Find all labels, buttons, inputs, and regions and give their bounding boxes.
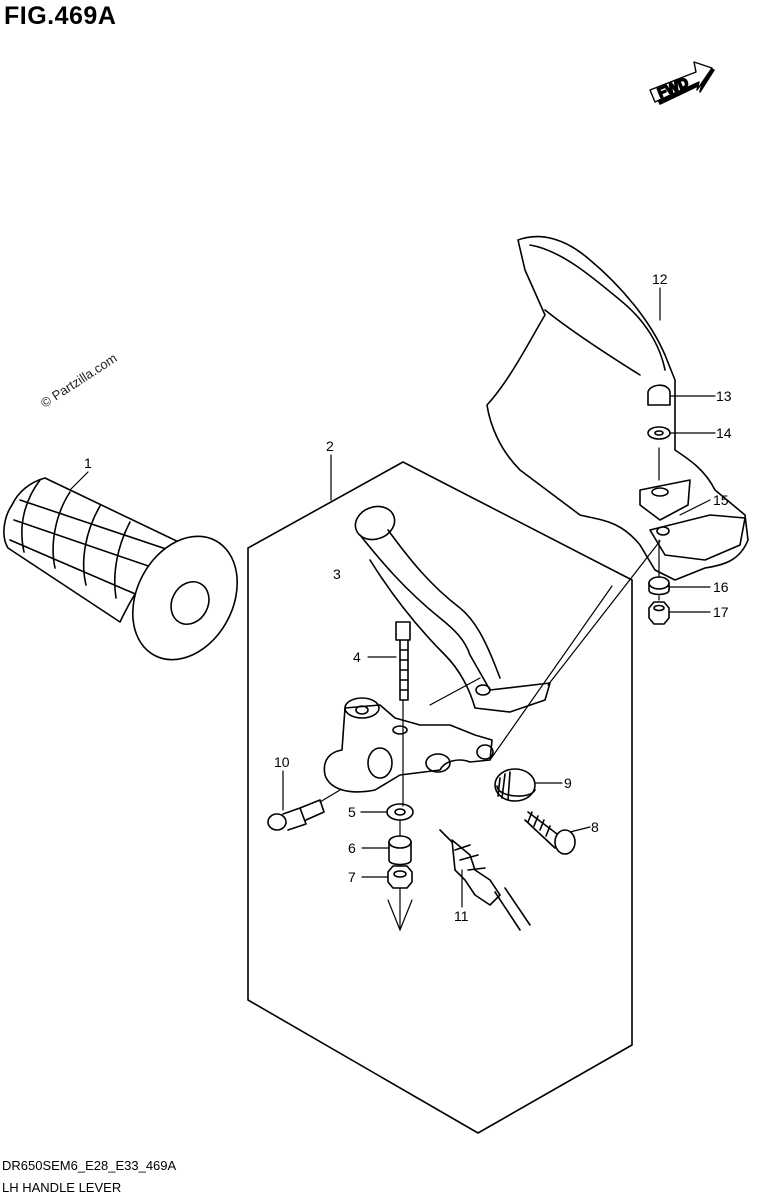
callout-1: 1 [84,455,92,471]
callout-11: 11 [454,908,469,924]
lever-drawing [354,505,551,713]
callout-3: 3 [333,566,341,582]
callout-13: 13 [716,388,732,404]
fwd-arrow-icon: FWD [649,61,715,105]
callout-7: 7 [348,869,356,885]
grip-drawing [3,477,239,661]
callout-10: 10 [274,754,290,770]
nut-16-drawing [648,576,670,596]
figure-code: DR650SEM6_E28_E33_469A [2,1158,177,1173]
adjuster-nut-drawing [494,768,536,802]
cap-nut-drawing [647,384,671,406]
callout-16: 16 [713,579,729,595]
callout-6: 6 [348,840,356,856]
screw-drawing [267,799,325,831]
collar-drawing [388,835,412,866]
handguard-drawing [486,235,749,581]
figure-name: LH HANDLE LEVER [2,1180,122,1195]
callout-4: 4 [353,649,361,665]
callout-9: 9 [564,775,572,791]
switch-drawing [439,829,531,931]
callout-5: 5 [348,804,356,820]
assembly-box [247,461,633,1134]
callout-14: 14 [716,425,732,441]
washer-drawing [386,803,414,821]
callout-12: 12 [652,271,668,287]
adjuster-bolt-drawing [524,811,576,855]
callout-8: 8 [591,819,599,835]
bolt-drawing [395,621,411,701]
leader-lines [69,287,716,931]
callout-15: 15 [713,492,729,508]
callout-17: 17 [713,604,729,620]
callout-2: 2 [326,438,334,454]
nut-drawing [387,865,413,889]
nut-17-drawing [648,601,670,625]
figure-title: FIG.469A [4,2,117,30]
lever-bracket-drawing [323,697,494,793]
